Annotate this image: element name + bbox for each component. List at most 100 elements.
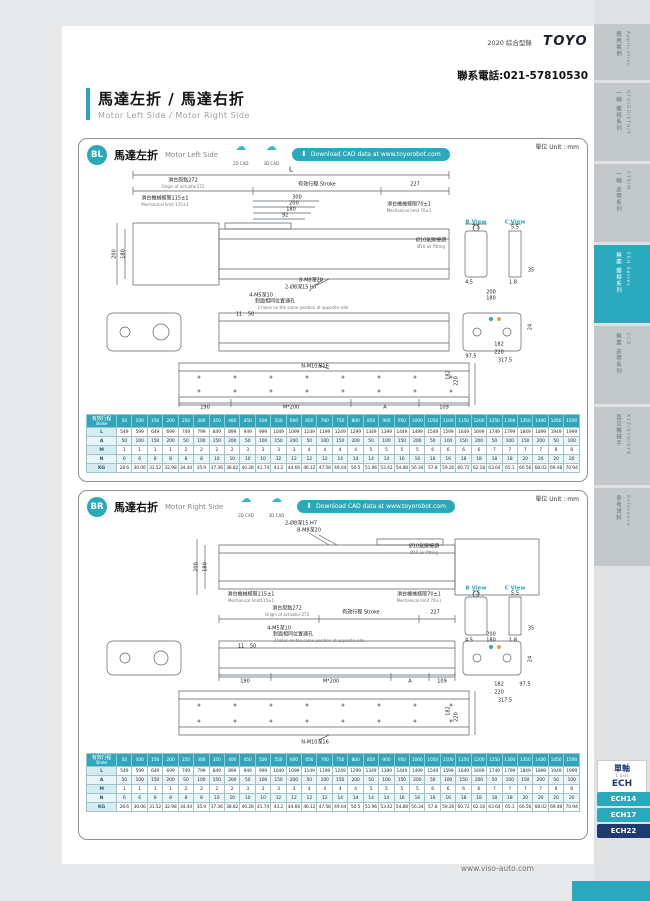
table-cell: 6 [439,445,457,455]
table-cell: 100 [131,436,148,446]
table-cell: 14 [331,454,349,464]
dim-label: A [408,678,412,685]
model-tab-ech14[interactable]: ECH14 [597,792,650,806]
dim-label: 200 [111,249,118,259]
table-cell: 8 [146,793,164,803]
dim-label: 92 [281,212,289,219]
dim-label: 滑台原點272 [168,177,198,184]
table-cell: 200 [285,775,303,785]
cad-2d-button[interactable]: ☁2D CAD [238,492,254,518]
table-cell: 40.28 [239,463,256,473]
stroke-column-header: 250 [177,753,195,767]
stroke-column-header: 450 [239,414,256,428]
dim-label: 180 [202,562,209,572]
download-cad-button[interactable]: ⬇Download CAD data at www.toyorobot.com [297,500,455,513]
table-cell: 3 [285,445,303,455]
table-cell: 66.56 [516,463,534,473]
table-cell: 150 [455,775,472,785]
download-cad-button[interactable]: ⬇Download CAD data at www.toyorobot.com [292,148,450,161]
table-cell: 4 [331,784,349,794]
stroke-column-header: 1000 [409,753,426,767]
table-cell: 31.52 [146,463,164,473]
model-tab-ech22[interactable]: ECH22 [597,824,650,838]
table-cell: 8 [177,793,195,803]
badge-br: BR [87,496,107,517]
catalog-year-label: 2020 綜合型錄 [487,38,532,47]
table-cell: 12 [316,793,333,803]
table-cell: 649 [146,766,164,776]
model-tab-ech17[interactable]: ECH17 [597,808,650,822]
dim-label: Origin of actuator272 [161,184,205,189]
sidebar-tab-label: 無塵 皮帶系列 [615,333,621,375]
table-cell: 1 [162,784,179,794]
cad-3d-button[interactable]: ☁3D CAD [263,140,280,166]
table-cell: 1 [146,784,164,794]
dim-label: 5.5 [511,224,519,231]
table-cell: 14 [378,793,395,803]
row-label: M [86,784,117,794]
cad-2d-button[interactable]: ☁2D CAD [233,140,249,166]
dim-label: 對面相同位置通孔 [254,298,296,305]
table-cell: 65.1 [501,802,518,812]
table-cell: 949 [239,766,256,776]
table-cell: 10 [239,793,256,803]
dim-label: 97.5 [519,681,531,688]
table-cell: 18 [501,793,518,803]
table-cell: 200 [532,436,549,446]
table-cell: 63.64 [486,463,503,473]
table-cell: 40.28 [239,802,256,812]
table-cell: 14 [362,793,380,803]
dim-label: 24 [527,323,534,331]
table-cell: 68.02 [532,463,549,473]
table-cell: 16 [409,454,426,464]
table-cell: 200 [409,775,426,785]
table-cell: 41.74 [254,463,272,473]
dim-label: 2-Ø8深15 H7 [285,284,317,291]
stroke-column-header: 1400 [532,753,549,767]
table-cell: 100 [131,775,148,785]
table-cell: 100 [193,775,210,785]
table-cell: 51.96 [362,463,380,473]
table-cell: 749 [177,427,195,437]
dim-label: B View [465,219,487,226]
table-cell: 63.64 [486,802,503,812]
table-cell: 1 [115,784,133,794]
table-cell: 50 [486,775,503,785]
table-cell: 53.42 [378,463,395,473]
stroke-column-header: 600 [285,414,303,428]
table-cell: 1799 [501,766,518,776]
table-cell: 7 [501,784,518,794]
table-cell: 7 [532,445,549,455]
dim-label: 220 [494,689,504,696]
sidebar-tab-sublabel: ECB [625,333,630,346]
stroke-column-header: 1050 [424,753,441,767]
table-cell: 1399 [378,427,395,437]
table-cell: 60.72 [455,463,472,473]
table-cell: 899 [223,427,241,437]
stroke-column-header: 50 [115,414,133,428]
table-cell: 10 [208,454,225,464]
dim-label: 109 [437,678,447,685]
dim-label: 35 [527,267,535,274]
dim-label: Ø10氣壓接頭 [408,543,440,550]
table-cell: 5 [378,445,395,455]
sidebar-tab-ecb[interactable]: 無塵 皮帶系列 ECB [594,326,650,404]
badge-bl: BL [87,144,107,165]
table-cell: 5 [393,445,411,455]
dim-label: 182 [494,681,504,688]
table-cell: 1999 [563,766,580,776]
table-cell: 699 [162,766,179,776]
cad-3d-button[interactable]: ☁3D CAD [268,492,285,518]
stroke-column-header: 50 [115,753,133,767]
stroke-column-header: 750 [331,753,349,767]
dim-label: Mechanical limit 115±1 [141,202,189,207]
